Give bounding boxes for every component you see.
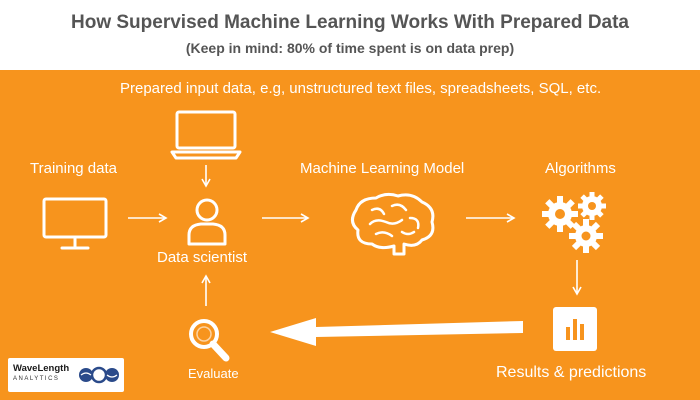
training-data-label: Training data bbox=[30, 160, 117, 177]
model-label: Machine Learning Model bbox=[300, 160, 465, 177]
prepared-input-label: Prepared input data, e.g, unstructured t… bbox=[120, 80, 602, 97]
page-title: How Supervised Machine Learning Works Wi… bbox=[71, 12, 629, 33]
logo-waves-icon bbox=[79, 366, 119, 384]
logo-sub: ANALYTICS bbox=[13, 376, 60, 382]
gears-icon bbox=[542, 192, 606, 253]
logo-name: WaveLength bbox=[13, 363, 70, 374]
magnifier-icon bbox=[189, 319, 230, 362]
results-label: Results & predictions bbox=[496, 364, 647, 381]
arrow-results-to-evaluate bbox=[270, 318, 523, 346]
monitor-icon bbox=[42, 197, 108, 250]
wavelength-logo: WaveLength ANALYTICS bbox=[8, 358, 124, 392]
evaluate-label: Evaluate bbox=[188, 366, 239, 381]
header: How Supervised Machine Learning Works Wi… bbox=[0, 0, 700, 70]
person-icon bbox=[187, 198, 227, 246]
laptop-icon bbox=[170, 110, 242, 160]
data-scientist-label: Data scientist bbox=[157, 249, 248, 266]
bar-chart-icon bbox=[553, 307, 597, 351]
algorithms-label: Algorithms bbox=[545, 160, 616, 177]
brain-icon bbox=[351, 192, 435, 256]
page-subtitle: (Keep in mind: 80% of time spent is on d… bbox=[185, 40, 515, 56]
